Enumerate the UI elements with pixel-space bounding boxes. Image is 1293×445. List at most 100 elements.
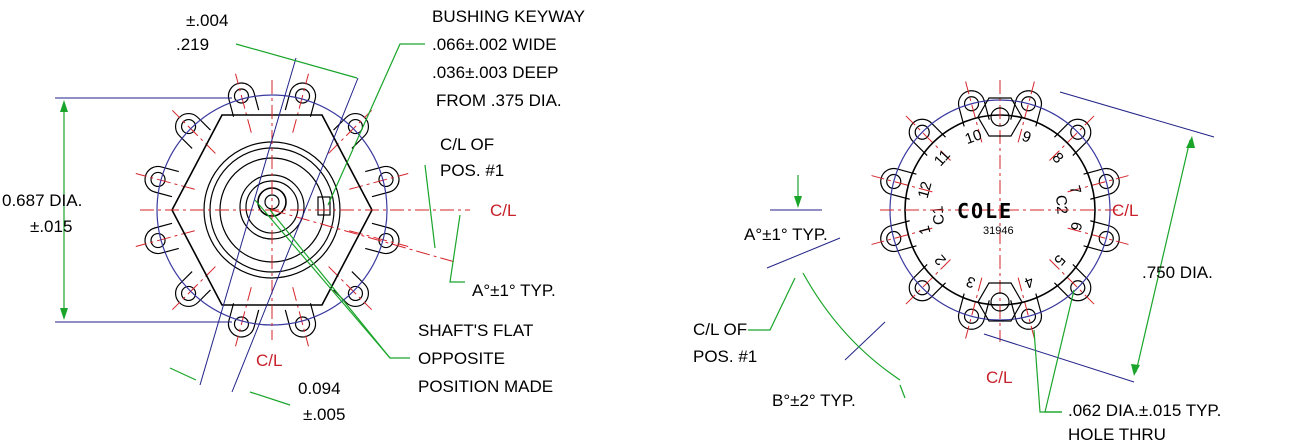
right-hex-top xyxy=(977,97,1023,137)
left-094-leader-2 xyxy=(249,391,291,406)
right-dia-leader xyxy=(1135,139,1191,373)
left-lug xyxy=(365,165,400,198)
right-angle-line-c xyxy=(844,321,886,361)
right-lug xyxy=(1010,293,1043,330)
left-lug-hole xyxy=(347,285,364,302)
right-lug xyxy=(880,220,917,253)
right-angle-a: A°±1° TYP. xyxy=(744,225,828,244)
right-lug-centerline xyxy=(965,81,983,143)
left-lug xyxy=(284,82,317,117)
right-logo: COLE xyxy=(957,199,1013,223)
left-cl-pos-line1: C/L OF xyxy=(440,135,494,154)
right-lug-hole xyxy=(1020,96,1037,112)
right-lug-hole xyxy=(1098,230,1114,247)
position-number-c1: C1 xyxy=(929,205,948,226)
right-lug-hole xyxy=(1070,124,1086,140)
right-lug-centerline xyxy=(1049,259,1095,305)
left-keyway-leader xyxy=(327,43,425,206)
right-cl-right-label: C/L xyxy=(1112,201,1138,220)
right-lug-hole xyxy=(914,280,930,296)
right-lug-hole xyxy=(914,124,930,140)
right-lug-centerline xyxy=(1017,81,1035,143)
right-lug-hole xyxy=(1070,280,1086,296)
left-angle-leader xyxy=(449,214,465,283)
position-number-8: 8 xyxy=(1048,149,1066,167)
right-hex-top-hole xyxy=(990,107,1010,127)
left-dia-line2: ±.015 xyxy=(30,217,72,236)
right-dia-750: .750 DIA. xyxy=(1142,263,1213,282)
right-lug xyxy=(957,293,990,330)
left-keyway-line3: .036±.003 DEEP xyxy=(432,63,559,82)
right-terminal-lugs xyxy=(871,81,1129,339)
right-angle-a-arrow xyxy=(794,196,802,208)
right-lug-centerline xyxy=(871,175,933,193)
left-lug xyxy=(144,165,179,198)
left-lug-hole xyxy=(233,88,250,104)
right-lug-centerline xyxy=(1067,227,1129,245)
right-lug xyxy=(1010,90,1043,127)
left-flat-line3: POSITION MADE xyxy=(418,377,553,396)
left-lug xyxy=(227,82,260,117)
left-lug-centerline xyxy=(235,287,252,347)
left-pos1-leader xyxy=(424,164,436,249)
right-hole-line1: .062 DIA.±.015 TYP. xyxy=(1068,401,1221,420)
position-number-6: 6 xyxy=(1067,220,1085,232)
left-lug-centerline xyxy=(171,109,216,154)
right-lug xyxy=(1083,167,1120,200)
left-dia-line1: 0.687 DIA. xyxy=(2,191,82,210)
left-lug xyxy=(144,222,179,255)
left-angle-a: A°±1° TYP. xyxy=(472,281,556,300)
right-pos1-leader xyxy=(748,277,796,331)
right-lug-hole xyxy=(1098,173,1114,190)
right-lug xyxy=(1083,220,1120,253)
right-lug-centerline xyxy=(905,115,951,161)
left-lug-hole xyxy=(150,171,166,188)
left-dia-arrow-bottom xyxy=(60,308,68,320)
left-lug xyxy=(227,303,260,338)
position-number-2: 2 xyxy=(931,251,949,268)
left-flat-line2: OPPOSITE xyxy=(418,349,505,368)
left-view: ±.004 .219 BUSHING KEYWAY .066±.002 WIDE… xyxy=(2,7,585,424)
left-cl-pos-line2: POS. #1 xyxy=(440,161,504,180)
left-dia-arrow-top xyxy=(60,100,68,112)
right-lug xyxy=(957,90,990,127)
position-number-3: 3 xyxy=(964,272,978,291)
right-hole-line2: HOLE THRU xyxy=(1068,425,1166,444)
position-number-c2: C2 xyxy=(1052,194,1071,215)
right-angle-b-arc xyxy=(802,272,901,381)
left-keyway xyxy=(317,196,331,216)
right-cl-bottom-label: C/L xyxy=(986,368,1012,387)
right-dia-ext-bottom xyxy=(983,333,1135,383)
left-lug-centerline xyxy=(292,73,309,133)
left-219-leader xyxy=(235,43,358,79)
left-keyway-line2: .066±.002 WIDE xyxy=(432,35,557,54)
left-keyway-line1: BUSHING KEYWAY xyxy=(432,7,585,26)
left-lug-hole xyxy=(180,118,197,135)
right-cl-pos-line1: C/L OF xyxy=(693,320,747,339)
position-number-12: 12 xyxy=(915,180,936,201)
right-dia-arrow-bottom xyxy=(1131,364,1140,376)
left-lug-hole xyxy=(294,316,311,332)
right-lug xyxy=(880,167,917,200)
right-lug-centerline xyxy=(1017,277,1035,339)
left-lug-hole xyxy=(233,316,250,332)
left-lug-hole xyxy=(180,285,197,302)
left-219-ext-1 xyxy=(199,57,297,386)
position-number-5: 5 xyxy=(1050,251,1068,268)
right-lug-hole xyxy=(886,173,902,190)
left-lug-centerline xyxy=(328,109,373,154)
left-tol-004: ±.004 xyxy=(186,11,228,30)
right-part-number: 31946 xyxy=(983,225,1014,237)
right-lug-hole xyxy=(886,230,902,247)
right-cl-pos-line2: POS. #1 xyxy=(693,347,757,366)
left-lug-centerline xyxy=(328,266,373,311)
left-lug-hole xyxy=(150,232,166,249)
right-hex-bottom-hole xyxy=(990,292,1010,312)
right-lug-centerline xyxy=(965,277,983,339)
left-lug xyxy=(284,303,317,338)
left-tol-005: ±.005 xyxy=(303,405,345,424)
left-flat-leader-2 xyxy=(254,199,391,359)
right-lug-centerline xyxy=(1067,175,1129,193)
